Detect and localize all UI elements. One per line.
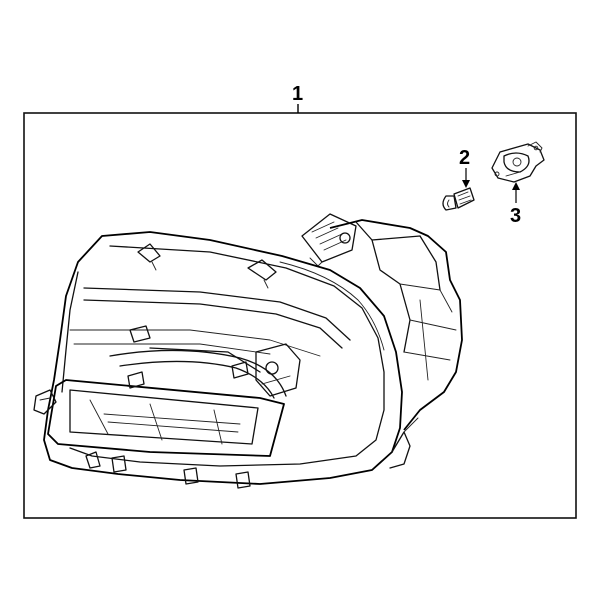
socket-part-3[interactable]: [491, 141, 545, 183]
callout-3-arrowhead: [512, 182, 520, 190]
callout-2-label: 2: [459, 147, 470, 169]
callout-2-arrowhead: [462, 180, 470, 188]
assembly-frame: [23, 112, 577, 519]
callout-3[interactable]: 3: [510, 182, 521, 227]
callout-1-label: 1: [292, 83, 303, 105]
callout-2[interactable]: 2: [459, 147, 470, 188]
callout-1[interactable]: 1: [292, 83, 303, 113]
headlamp-part-1[interactable]: [33, 213, 463, 489]
callout-3-label: 3: [510, 205, 521, 227]
bulb-part-2[interactable]: [442, 187, 475, 211]
